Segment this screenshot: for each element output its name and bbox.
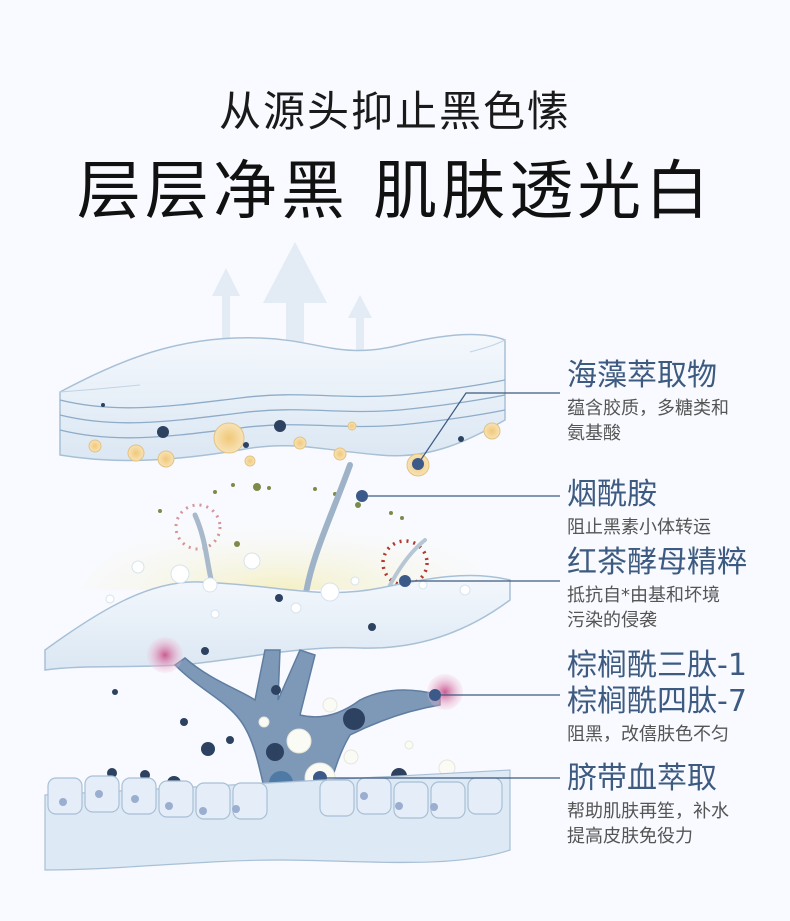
label-peptides: 棕榈酰三肽-1 棕榈酰四肽-7 阻黑，改僖肤色不匀: [567, 648, 747, 747]
label-description: 阻黑，改僖肤色不匀: [567, 722, 747, 747]
label-description: 蕴含胶质，多糖类和 氨基酸: [567, 396, 729, 446]
up-arrows-icon: [212, 242, 372, 375]
label-black-tea-ferment: 红茶酵母精粹 抵抗自*由基和坏境 污染的侵袭: [567, 545, 747, 633]
yellow-glow: [80, 478, 480, 590]
label-heading: 棕榈酰三肽-1: [567, 648, 747, 683]
white-bubbles: [105, 552, 471, 619]
desc-line: 帮助肌肤再笙，补水: [567, 801, 729, 822]
desc-line: 阻黑，改僖肤色不匀: [567, 724, 729, 745]
desc-line: 抵抗自*由基和坏境: [567, 585, 720, 606]
olive-particles: [158, 483, 404, 547]
page-title: 层层净黑 肌肤透光白: [76, 155, 714, 229]
top-skin-layer: [59, 333, 506, 462]
label-heading: 烟酰胺: [567, 477, 657, 512]
desc-line: 蕴含胶质，多糖类和: [567, 398, 729, 419]
basal-cell-layer: [44, 769, 511, 871]
label-heading-2: 棕榈酰四肽-7: [567, 684, 747, 719]
label-description: 抵抗自*由基和坏境 污染的侵袭: [567, 583, 747, 633]
desc-line: 提高皮肤免役力: [567, 826, 693, 847]
cell-nuclei: [59, 790, 438, 815]
red-dotted-ring-right: [381, 539, 429, 587]
subtitle: 从源头抑止黑色愫: [218, 87, 571, 136]
label-niacinamide: 烟酰胺 阻止黑素小体转运: [567, 477, 711, 540]
pink-highlight-right: [427, 674, 463, 710]
label-heading: 红茶酵母精粹: [567, 545, 747, 580]
label-heading: 脐带血萃取: [567, 761, 717, 796]
pink-highlight-left: [147, 637, 183, 673]
label-description: 帮助肌肤再笙，补水 提高皮肤免役力: [567, 799, 729, 849]
leader-lines: [320, 392, 560, 779]
label-description: 阻止黑素小体转运: [567, 515, 711, 540]
red-dotted-ring-left: [174, 503, 222, 551]
label-seaweed-extract: 海藻萃取物 蕴含胶质，多糖类和 氨基酸: [567, 358, 729, 446]
skin-layers-illustration: [44, 242, 560, 871]
desc-line: 氨基酸: [567, 423, 621, 444]
hair-strand: [302, 462, 353, 603]
label-heading: 海藻萃取物: [567, 358, 717, 393]
desc-line: 阻止黑素小体转运: [567, 517, 711, 538]
label-cord-blood-extract: 脐带血萃取 帮助肌肤再笙，补水 提高皮肤免役力: [567, 761, 729, 849]
desc-line: 污染的侵袭: [567, 610, 657, 631]
